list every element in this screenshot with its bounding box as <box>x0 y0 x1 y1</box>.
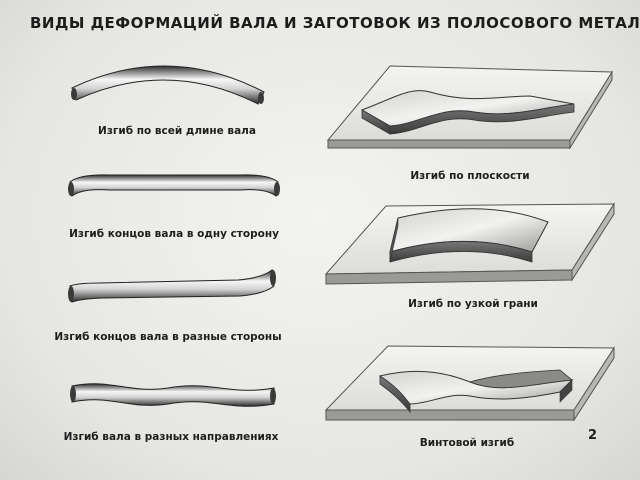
caption-shaft-4: Изгиб вала в разных направлениях <box>63 431 279 443</box>
shaft-bent-different-directions <box>70 383 276 407</box>
caption-strip-2: Изгиб по узкой грани <box>408 298 538 310</box>
shaft-ends-bent-different-sides <box>68 269 276 303</box>
caption-shaft-2: Изгиб концов вала в одну сторону <box>69 228 279 240</box>
caption-shaft-3: Изгиб концов вала в разные стороны <box>54 331 282 343</box>
shaft-ends-bent-one-side <box>68 174 280 197</box>
caption-shaft-1: Изгиб по всей длине вала <box>98 125 256 137</box>
strip-bend-in-plane <box>360 90 575 135</box>
page-number: 2 <box>588 428 598 443</box>
strip-helical-twist <box>378 369 574 414</box>
strip-bend-on-narrow-edge <box>389 208 549 263</box>
shaft-bent-full-length <box>71 65 265 105</box>
page-title: ВИДЫ ДЕФОРМАЦИЙ ВАЛА И ЗАГОТОВОК ИЗ ПОЛО… <box>30 14 640 32</box>
caption-strip-1: Изгиб по плоскости <box>410 170 530 182</box>
caption-strip-3: Винтовой изгиб <box>419 437 515 449</box>
